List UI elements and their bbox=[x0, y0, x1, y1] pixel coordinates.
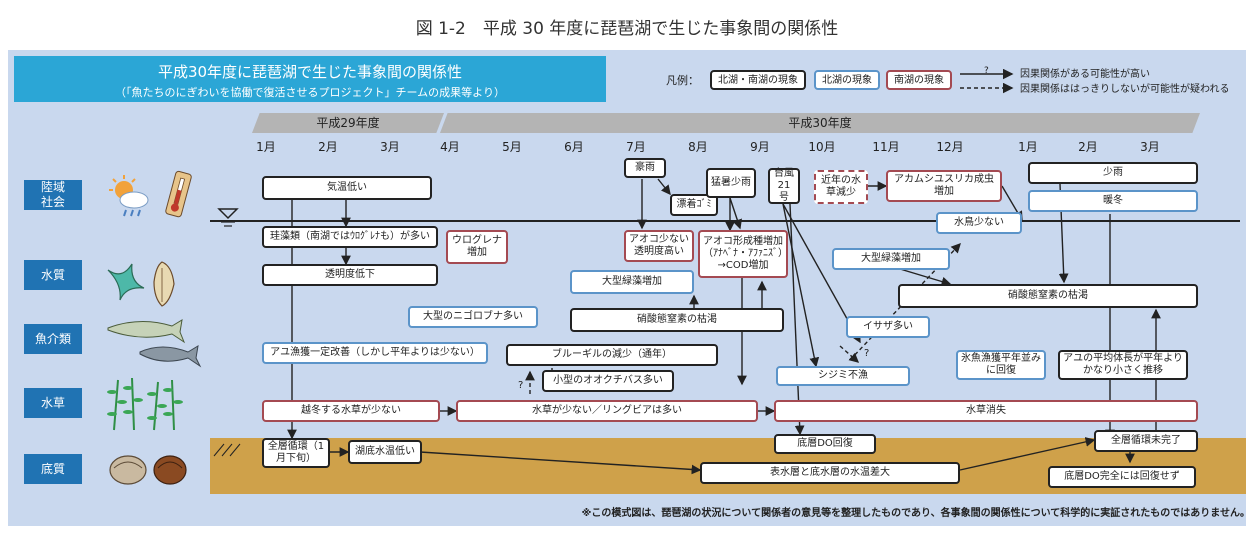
legend-causal: 因果関係がある可能性が高い bbox=[1020, 69, 1150, 80]
month-label: 1月 bbox=[1018, 140, 1038, 154]
node-ayu: アユ漁獲一定改善（しかし平年よりは少ない） bbox=[262, 342, 488, 364]
month-label: 6月 bbox=[564, 140, 584, 154]
node-keiso1: 珪藻類（南湖ではｳﾛｸﾞﾚﾅも）が多い bbox=[262, 226, 438, 248]
thermometer-icon bbox=[165, 170, 192, 218]
node-urogurena: ウログレナ増加 bbox=[446, 230, 508, 264]
month-label: 2月 bbox=[1078, 140, 1098, 154]
legend-label: 凡例： bbox=[666, 74, 699, 87]
node-suisou1: 水草が少ない／リングビアは多い bbox=[456, 400, 758, 422]
node-hiuo: 氷魚漁獲平年並みに回復 bbox=[956, 350, 1046, 380]
node-akamushi: アカムシユスリカ成虫増加 bbox=[886, 170, 1002, 202]
month-label: 11月 bbox=[872, 140, 900, 154]
month-label: 7月 bbox=[626, 140, 646, 154]
category-line: 陸域 bbox=[40, 180, 65, 194]
header-subtitle: （「魚たちのにぎわいを協働で復活させるプロジェクト」チームの成果等より） bbox=[115, 86, 505, 99]
node-isaza: イサザ多い bbox=[846, 316, 930, 338]
node-zensou: 全層循環（1月下旬） bbox=[262, 438, 330, 468]
legend-question: ? bbox=[984, 66, 989, 76]
question-mark: ? bbox=[864, 348, 870, 359]
month-label: 1月 bbox=[256, 140, 276, 154]
legend-uncertain: 因果関係ははっきりしないが可能性が疑われる bbox=[1020, 84, 1230, 95]
category-land-society: 陸域 社会 bbox=[24, 180, 82, 210]
month-label: 10月 bbox=[808, 140, 836, 154]
footnote: ※この模式図は、琵琶湖の状況について関係者の意見等を整理したものであり、各事象間… bbox=[581, 508, 1250, 519]
legend-south: 南湖の現象 bbox=[886, 70, 952, 90]
node-shijimi: シジミ不漁 bbox=[776, 366, 910, 386]
node-ookuchi: 小型のオオクチバス多い bbox=[542, 370, 674, 392]
month-label: 4月 bbox=[440, 140, 460, 154]
node-gouu: 豪雨 bbox=[624, 158, 666, 178]
year-bar-h29: 平成29年度 bbox=[252, 113, 444, 133]
figure-title: 図 1-2 平成 30 年度に琵琶湖で生じた事象間の関係性 bbox=[415, 19, 839, 39]
plankton-icon bbox=[107, 261, 175, 307]
category-water-quality: 水質 bbox=[24, 260, 82, 290]
question-mark: ? bbox=[518, 380, 524, 391]
month-label: 2月 bbox=[318, 140, 338, 154]
category-sediment: 底質 bbox=[24, 454, 82, 484]
legend-both: 北湖・南湖の現象 bbox=[710, 70, 806, 90]
node-suisou2: 水草消失 bbox=[774, 400, 1198, 422]
category-waterweed: 水草 bbox=[24, 388, 82, 418]
node-shouu: 少雨 bbox=[1028, 162, 1198, 184]
diagram-header: 平成30年度に琵琶湖で生じた事象間の関係性 （「魚たちのにぎわいを協働で復活させ… bbox=[14, 56, 606, 102]
node-mousho: 猛暑少雨 bbox=[706, 168, 756, 198]
node-keiso2: 硝酸態窒素の枯渇 bbox=[570, 308, 784, 332]
node-ryokusou1: 大型緑藻増加 bbox=[570, 270, 694, 294]
month-label: 12月 bbox=[936, 140, 964, 154]
node-teisoudo: 底層DO回復 bbox=[774, 434, 876, 454]
month-label: 9月 bbox=[750, 140, 770, 154]
lakebed-hatch-icon bbox=[213, 443, 241, 457]
node-bluegill: ブルーギルの減少（通年） bbox=[506, 344, 718, 366]
node-dofukki: 底層DO完全には回復せず bbox=[1048, 466, 1196, 488]
node-kinnen: 近年の水草減少 bbox=[814, 170, 868, 204]
node-suionsa: 表水層と底水層の水温差大 bbox=[700, 462, 960, 484]
header-title: 平成30年度に琵琶湖で生じた事象間の関係性 bbox=[157, 63, 463, 81]
weather-icon bbox=[109, 175, 149, 217]
year-bar-h30: 平成30年度 bbox=[440, 113, 1200, 133]
month-label: 3月 bbox=[1140, 140, 1160, 154]
water-level-icon bbox=[217, 208, 239, 227]
node-aokokeisei: アオコ形成種増加（ｱﾅﾍﾞﾅ・ｱﾌｧﾆｽﾞ）→COD増加 bbox=[698, 230, 788, 278]
legend-north: 北湖の現象 bbox=[814, 70, 880, 90]
category-line: 社会 bbox=[40, 195, 65, 209]
shell-icon bbox=[109, 455, 187, 485]
ayu-fish-icon bbox=[107, 319, 202, 368]
month-label: 3月 bbox=[380, 140, 400, 154]
month-label: 8月 bbox=[688, 140, 708, 154]
node-toumei: 透明度低下 bbox=[262, 264, 438, 286]
node-mizudori: 水鳥少ない bbox=[936, 212, 1022, 234]
node-ettou: 越冬する水草が少ない bbox=[262, 400, 440, 422]
category-fish: 魚介類 bbox=[24, 324, 82, 354]
node-taifu: 台風21号 bbox=[768, 168, 800, 204]
month-label: 5月 bbox=[502, 140, 522, 154]
node-aoko: アオコ少ない透明度高い bbox=[624, 230, 694, 262]
legend-arrows bbox=[960, 68, 1014, 94]
water-surface-line bbox=[210, 220, 1240, 222]
node-dantou: 暖冬 bbox=[1028, 190, 1198, 212]
node-kotei: 湖底水温低い bbox=[348, 440, 422, 464]
node-ayusmall: アユの平均体長が平年よりかなり小さく推移 bbox=[1058, 350, 1188, 380]
node-mikanryo: 全層循環未完了 bbox=[1094, 430, 1198, 452]
node-ryokusou2: 大型緑藻増加 bbox=[832, 248, 950, 270]
node-hyouchaku: 漂着ｺﾞﾐ bbox=[670, 194, 718, 216]
node-kion: 気温低い bbox=[262, 176, 432, 200]
waterweed-icon bbox=[107, 377, 183, 431]
node-keiso3: 硝酸態窒素の枯渇 bbox=[898, 284, 1198, 308]
node-nigorobuna: 大型のニゴロブナ多い bbox=[408, 306, 538, 328]
legend: 凡例： 北湖・南湖の現象 北湖の現象 南湖の現象 ? 因果関係がある可能性が高い… bbox=[658, 62, 1240, 98]
